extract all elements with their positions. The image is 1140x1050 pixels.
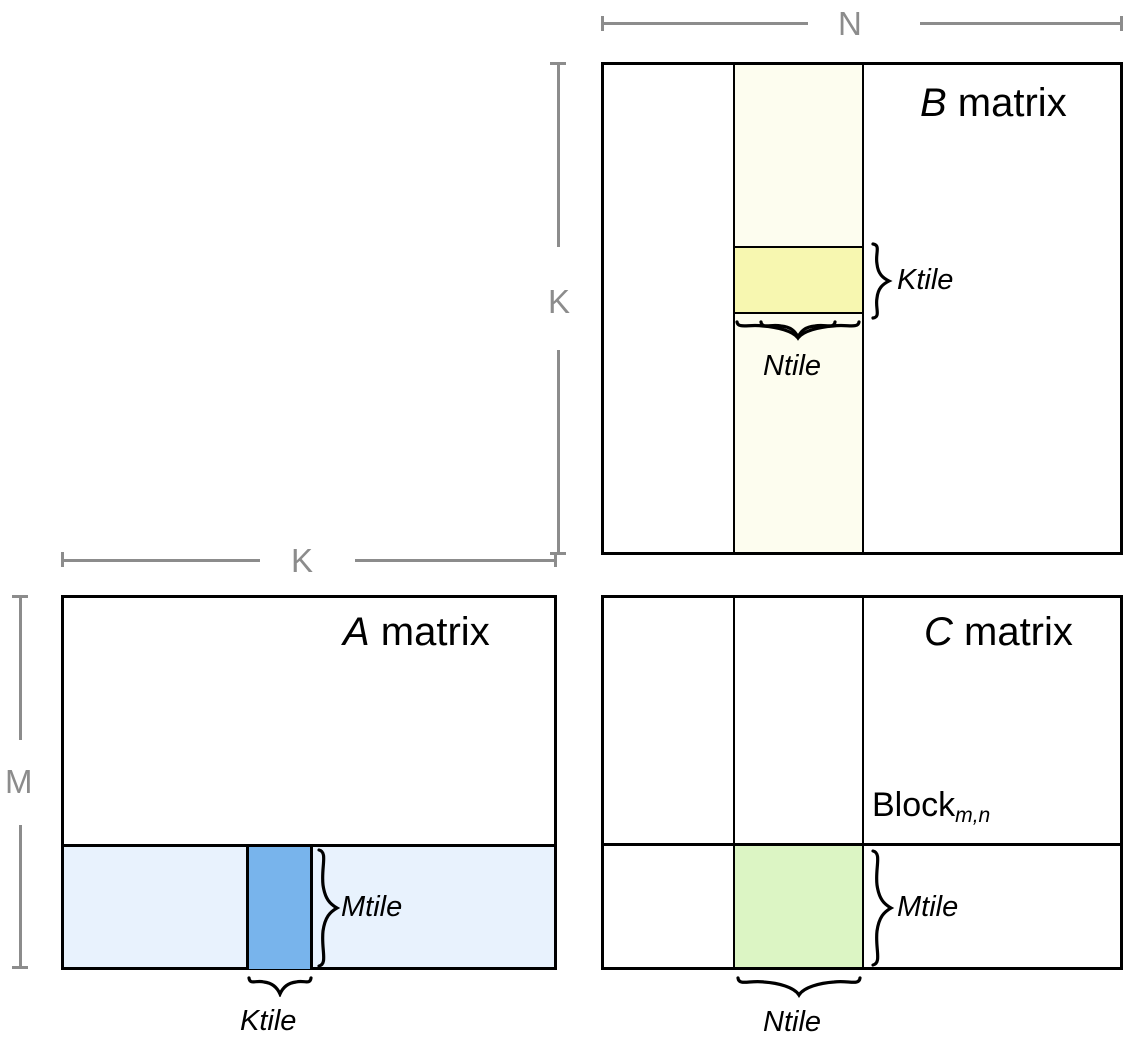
dimension-k-vertical-bottom-tick [550,552,566,555]
b-ntile-label: Ntile [763,350,822,382]
c-ntile-brace [736,974,864,998]
c-column-divider-left [733,598,735,967]
a-matrix-title-word: matrix [369,610,490,654]
dimension-n-label: N [838,5,862,42]
dimension-k-horizontal-right-tick [554,552,557,567]
block-label: Blockm,n [872,786,990,826]
c-ntile-label: Ntile [763,1006,822,1038]
dimension-m-top-segment [19,595,22,740]
dimension-k-horizontal-left-segment [61,559,260,562]
b-ktile-label: Ktile [897,264,954,296]
block-label-base: Block [872,786,956,824]
a-ktile-label: Ktile [240,1005,297,1037]
dimension-k-horizontal-right-segment [355,559,555,562]
b-ntile-brace [735,318,863,341]
a-matrix-title-symbol: A [343,610,370,654]
b-matrix-title: B matrix [920,83,1067,123]
dimension-k-vertical-bottom-segment [557,350,560,554]
dimension-k-vertical-top-segment [557,62,560,247]
dimension-k-horizontal-label: K [291,542,314,579]
dimension-n-right-tick [1120,16,1123,31]
a-ktile-brace [247,974,315,997]
b-matrix-title-symbol: B [920,81,947,125]
c-matrix-title: C matrix [924,612,1073,652]
c-matrix-title-word: matrix [952,610,1073,654]
dimension-m-bottom-tick [12,966,28,969]
c-mtile-label: Mtile [897,891,959,923]
dimension-k-vertical-label: K [548,283,571,320]
dimension-m-bottom-segment [19,825,22,968]
a-matrix-title: A matrix [343,612,490,652]
c-column-divider-right [862,598,864,967]
a-mtile-ktile-tile [246,845,313,969]
block-label-subscript: m,n [955,803,991,827]
a-mtile-label: Mtile [341,891,403,923]
c-row-divider [604,843,1121,846]
a-mtile-brace [315,847,341,969]
dimension-n-right-segment [920,22,1122,25]
b-matrix-title-word: matrix [946,81,1067,125]
b-ktile-ntile-tile [733,246,864,314]
dimension-m-label: M [5,763,33,800]
c-matrix-title-symbol: C [924,610,953,654]
c-output-tile [735,846,862,967]
c-mtile-brace [869,848,895,968]
dimension-n-left-segment [601,22,808,25]
b-ktile-brace [869,242,893,320]
